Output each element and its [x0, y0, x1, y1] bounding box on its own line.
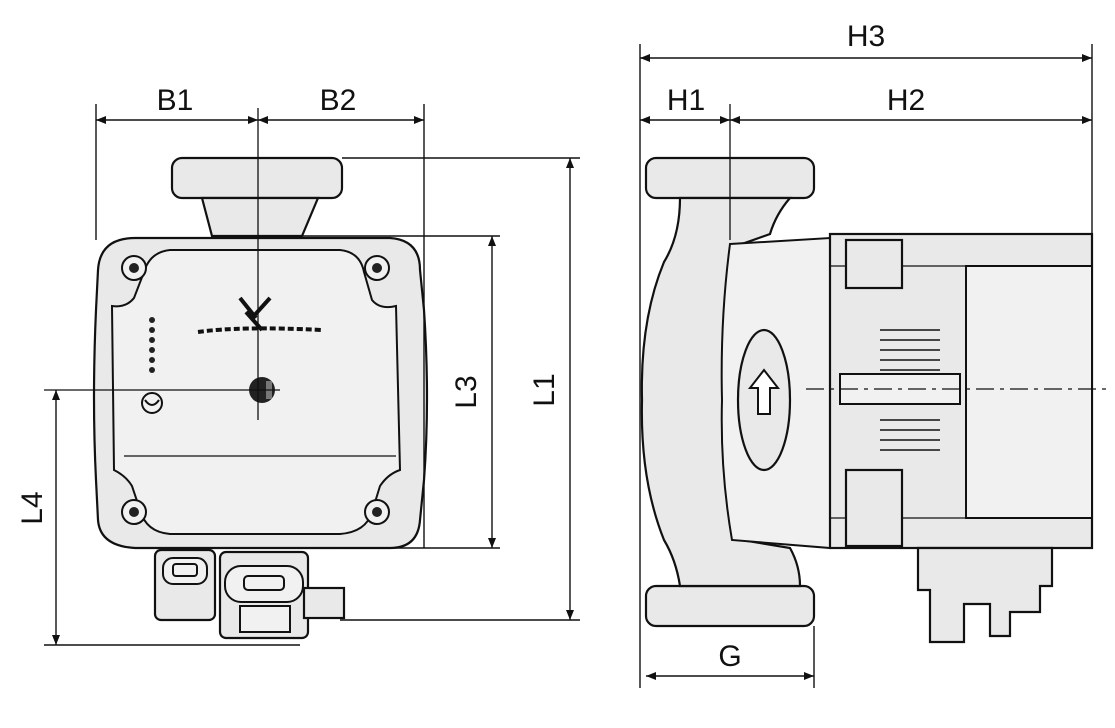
front-logo-mark: [197, 296, 323, 334]
front-screw-top-left: [121, 255, 147, 281]
side-terminal-box: [916, 546, 1054, 644]
label-h1: H1: [667, 84, 705, 117]
side-bottom-flange: [644, 584, 816, 628]
front-screw-bottom-left: [121, 499, 147, 525]
front-control-button: [141, 392, 163, 414]
label-l4: L4: [16, 491, 49, 524]
front-cable-connector-right: [218, 550, 310, 640]
front-indicator-lights: [149, 317, 155, 373]
front-dimensions: [44, 104, 580, 646]
front-cable-connector-left: [153, 548, 217, 622]
side-upper-clamp: [844, 238, 904, 290]
front-screw-bottom-right: [364, 499, 390, 525]
side-dimensions: [639, 44, 1093, 688]
label-l3: L3: [450, 375, 483, 408]
flow-direction-arrow-icon: [747, 368, 781, 415]
label-h2: H2: [887, 84, 925, 117]
front-neck: [200, 196, 320, 238]
side-rotor-fins: [880, 329, 940, 451]
label-l1: L1: [528, 373, 561, 406]
side-motor-end-cap: [965, 265, 1093, 519]
side-lower-clamp: [844, 468, 904, 548]
label-g: G: [718, 640, 741, 673]
label-h3: H3: [847, 20, 885, 53]
side-flow-direction-indicator: [736, 328, 792, 472]
front-screw-top-right: [364, 255, 390, 281]
label-b1: B1: [157, 84, 194, 117]
side-view: [640, 104, 1110, 644]
front-view: [44, 108, 429, 640]
front-base-plate: [302, 586, 346, 620]
front-top-flange: [170, 156, 344, 200]
label-b2: B2: [320, 84, 357, 117]
